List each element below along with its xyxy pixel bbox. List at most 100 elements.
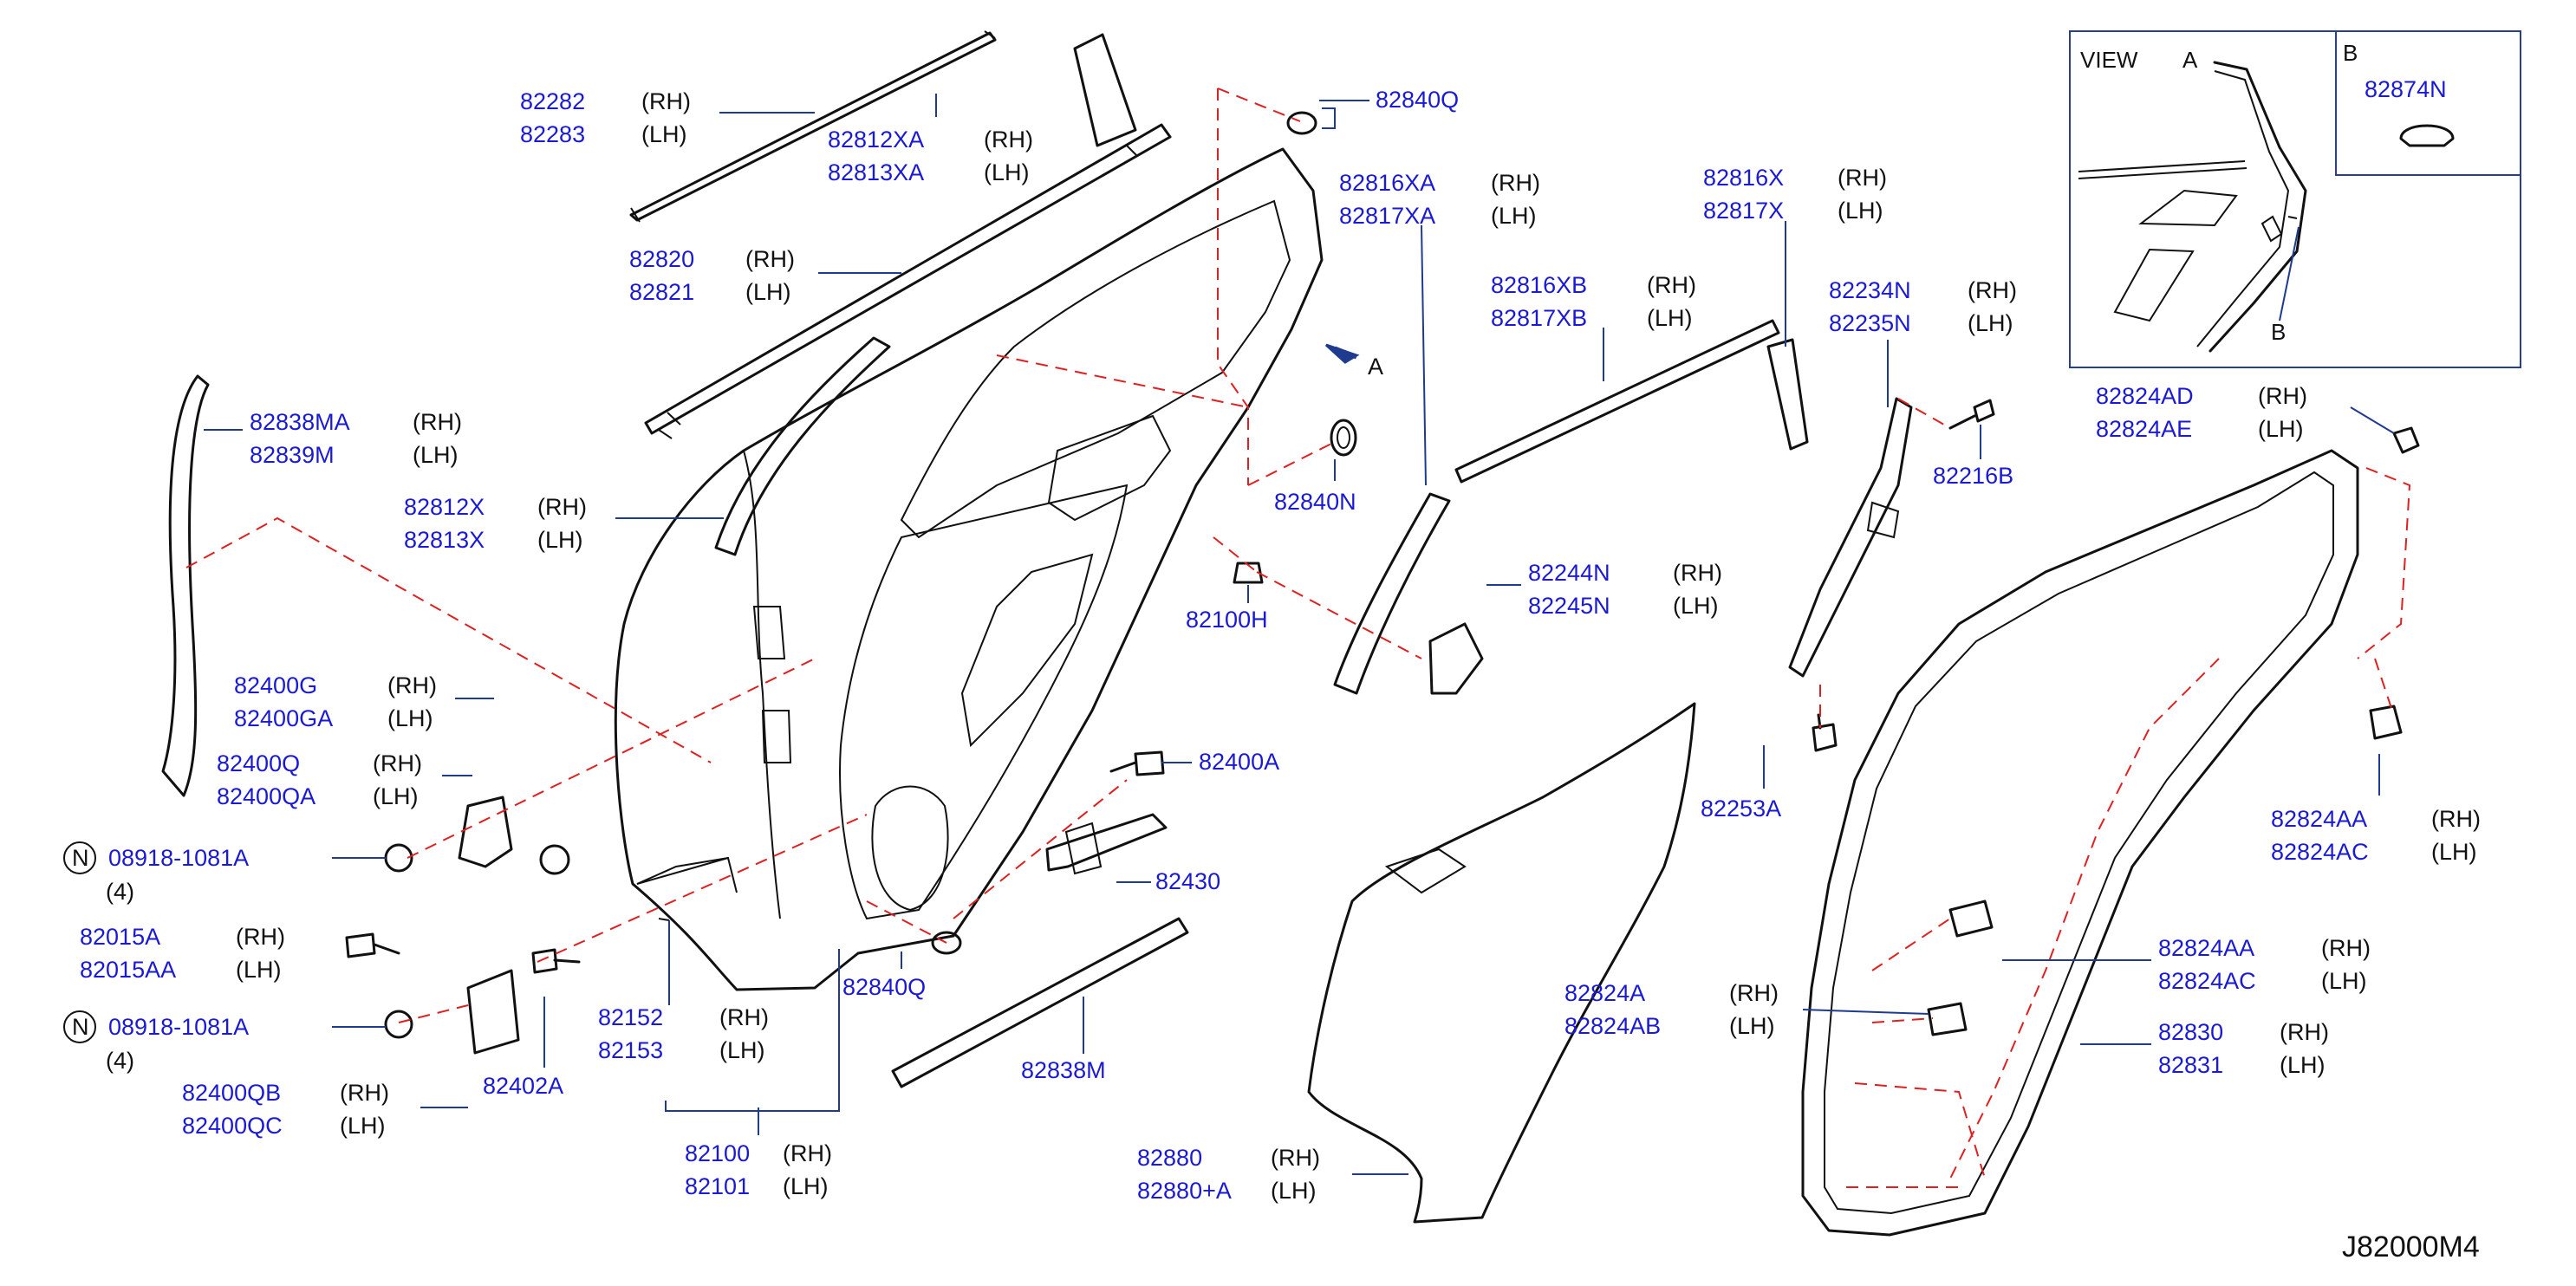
view-leader-b [2279,226,2300,322]
door-speaker-hole [871,785,949,912]
door-inner-panel [839,484,1129,920]
side-indicator: (RH) [1647,272,1696,298]
parts-illustration [161,30,2420,1237]
view-inset-frame [2069,30,2521,368]
side-indicator: (RH) [340,1080,389,1106]
callout-82400qb: 82400QB (RH) 82400QC (LH) [182,1080,389,1139]
part-number: 82824AD [2096,383,2194,409]
leader-line [1421,224,1427,486]
side-indicator: (RH) [1491,170,1540,196]
door-handle-bracket [1428,622,1484,695]
callout-82234n: 82234N(RH)82235N(LH) [1829,277,2017,336]
sealing-screen-handle-area [1384,848,1467,894]
part-number: 82400QC [182,1113,283,1139]
side-indicator: (LH) [1838,198,1883,224]
part-number: 82282 [520,88,585,114]
side-indicator: (RH) [413,409,462,435]
door-check-link-bracket [1064,822,1103,875]
part-number: 82838MA [250,409,350,435]
part-number: 82839M [250,442,335,468]
side-indicator: (LH) [1673,593,1719,619]
leader-lines [204,94,2395,1175]
view-pillar-inner [2196,70,2290,347]
callout-82100h: 82100H [1186,607,1268,633]
view-marker-b-bottom: B [2271,319,2286,345]
side-label-leader [1802,1009,1929,1015]
sealing-screen [1307,702,1696,1224]
part-number: 82820 [629,246,694,272]
side-indicator: (RH) [745,246,795,272]
part-number: 82100H [1186,607,1268,633]
door-hinge-pillar [752,606,792,763]
callout-82400a: 82400A [1199,749,1279,775]
part-number: 82813XA [828,159,924,185]
stopper [1233,562,1264,584]
view-part-number: 82874N [2365,76,2447,102]
callout-82820: 82820(RH)82821(LH) [629,246,795,305]
callout-82400q: 82400Q(RH)82400QA(LH) [217,750,422,809]
sash-trim-piece-upper [1073,33,1137,147]
part-number: 82824A [1564,980,1645,1006]
side-indicator: (LH) [413,442,459,468]
part-number: 82400G [234,672,317,698]
part-number: 82402A [483,1073,563,1099]
part-number: 82400GA [234,705,333,731]
side-indicator: (LH) [340,1113,386,1139]
nut-part-number: 08918-1081A [108,845,249,871]
callout-82838m: 82838M [1021,1057,1106,1083]
grommet-inner [1337,426,1350,449]
side-indicator: (LH) [1491,203,1537,229]
view-title: VIEW [2080,47,2138,73]
part-number: 82101 [685,1173,750,1199]
callout-82253a: 82253A [1701,796,1781,822]
part-number: 82235N [1829,310,1911,336]
side-indicator: (LH) [1647,305,1693,331]
side-indicator: (LH) [236,957,282,983]
part-number: 82400QB [182,1080,281,1106]
part-number: 82840Q [1376,87,1459,113]
part-number: 82400A [1199,749,1279,775]
callout-82812xa: 82812XA(RH)82813XA(LH) [828,127,1033,185]
callout-82100: 82100(RH)82101(LH) [685,1140,832,1199]
window-bracket [1788,397,1913,678]
callout-82830: 82830(RH)82831(LH) [2158,1019,2329,1078]
nut-symbol-circle [63,1010,96,1043]
clip-82824aa-center [1948,900,1994,938]
callout-82402a: 82402A [483,1073,563,1099]
part-number: 82234N [1829,277,1911,303]
side-indicator: (LH) [984,159,1030,185]
side-indicator: (RH) [719,1004,769,1030]
nut-symbol: N [72,1014,89,1040]
callout-82152: 82152(RH)82153(LH) [598,1004,769,1063]
callout-82838ma: 82838MA (RH) 82839M (LH) [250,409,462,468]
part-number: 82824AC [2271,839,2369,865]
rear-vertical-sash [714,336,891,556]
part-number: 82816XB [1491,272,1587,298]
part-number: 82400Q [217,750,300,776]
clip-unlabeled [1927,1002,1968,1036]
door-lower-edge [636,856,738,893]
side-indicator: (LH) [2280,1052,2326,1078]
part-number: 82283 [520,121,585,147]
window-bracket-tab [1866,501,1900,539]
side-indicator: (LH) [719,1037,765,1063]
callout-82216b: 82216B [1933,463,2013,489]
side-indicator: (LH) [641,121,687,147]
part-number: 82430 [1155,868,1220,894]
plug-lower [931,931,962,955]
bolt-82216b [1948,399,1995,430]
upper-hinge [458,796,513,868]
part-number: 82880+A [1137,1178,1232,1204]
grommet [1330,419,1357,457]
part-number: 82838M [1021,1057,1106,1083]
diagram-reference-code: J82000M4 [2342,1231,2480,1263]
callout-82816xa: 82816XA(RH)82817XA(LH) [1339,170,1540,229]
side-indicator: (RH) [1673,560,1722,586]
side-indicator: (RH) [1271,1145,1320,1171]
part-number: 82244N [1528,560,1610,586]
lower-sill-moulding [891,917,1189,1088]
view-belt-line [2078,160,2247,179]
nut-part-number: 08918-1081A [108,1014,249,1040]
callout-82812x: 82812X(RH)82813X(LH) [404,494,587,553]
hinge-bolt-upper [539,844,570,875]
